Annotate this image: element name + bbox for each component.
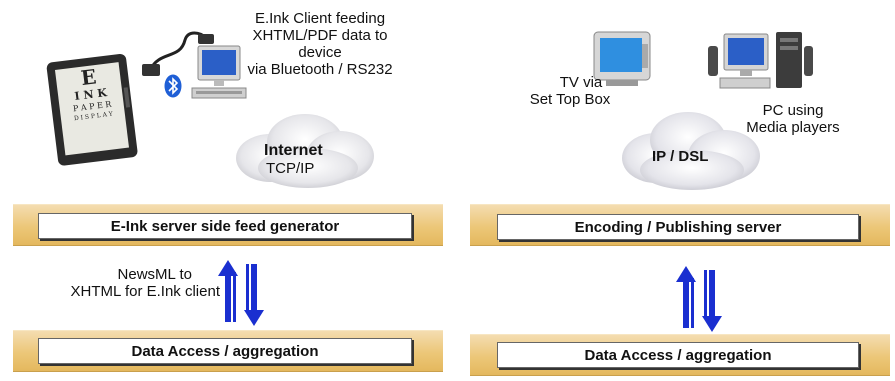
left-bidirectional-arrows [218, 260, 264, 326]
conversion-caption-line: XHTML for E.Ink client [70, 283, 221, 300]
conversion-caption: NewsML to XHTML for E.Ink client [50, 266, 221, 300]
internet-cloud [236, 114, 374, 188]
ip-dsl-cloud-title: IP / DSL [652, 148, 709, 165]
pc-caption: PC using Media players [728, 102, 858, 136]
ip-dsl-cloud [622, 112, 760, 190]
publishing-server-box: Encoding / Publishing server [497, 214, 859, 240]
client-caption-line: via Bluetooth / RS232 [247, 61, 393, 78]
internet-cloud-title: Internet [264, 142, 323, 159]
left-data-access-box: Data Access / aggregation [38, 338, 412, 364]
tv-caption: TV via Set Top Box [510, 74, 630, 108]
right-data-access-box: Data Access / aggregation [497, 342, 859, 368]
bluetooth-icon [164, 74, 182, 98]
tv-caption-line: TV via [559, 74, 603, 91]
conversion-caption-line: NewsML to [117, 266, 192, 283]
feed-generator-box: E-Ink server side feed generator [38, 213, 412, 239]
client-caption-line: E.Ink Client feeding [254, 10, 386, 27]
client-computer-icon [191, 45, 247, 99]
right-bidirectional-arrows [676, 266, 722, 332]
media-pc-icon [708, 32, 813, 89]
serial-cable [142, 31, 214, 76]
client-caption-line: XHTML/PDF data to device [252, 27, 388, 61]
client-caption: E.Ink Client feeding XHTML/PDF data to d… [230, 10, 410, 78]
pc-caption-line: PC using [762, 102, 824, 119]
ereader-device [46, 53, 138, 166]
internet-cloud-subtitle: TCP/IP [266, 160, 315, 177]
tv-icon [593, 31, 651, 86]
pc-caption-line: Media players [746, 119, 840, 136]
tv-caption-line: Set Top Box [529, 91, 611, 108]
ereader-screen: E I N K P A P E R D I S P L A Y [57, 63, 126, 148]
